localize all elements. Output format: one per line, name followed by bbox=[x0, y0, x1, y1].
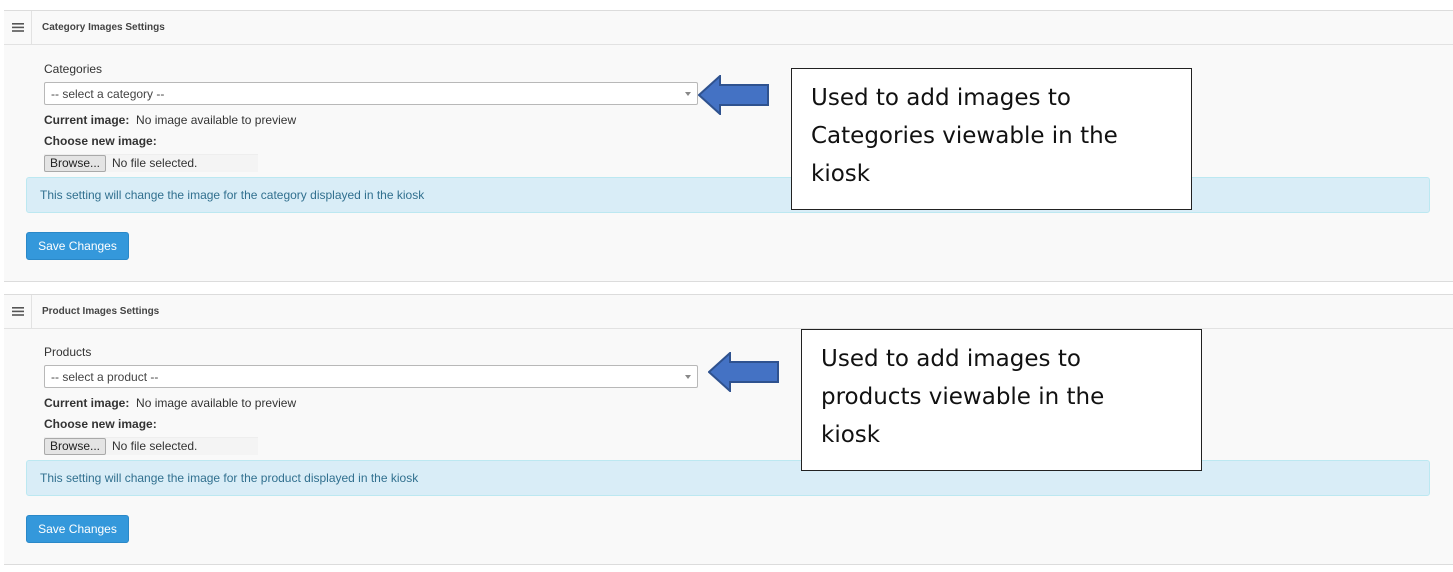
category-images-panel: Category Images Settings Categories -- s… bbox=[4, 10, 1453, 282]
panel-header: Product Images Settings bbox=[4, 295, 1453, 329]
product-select[interactable]: -- select a product -- bbox=[44, 365, 698, 388]
caret-down-icon bbox=[685, 375, 691, 379]
browse-button[interactable]: Browse... bbox=[44, 438, 107, 455]
product-save-button[interactable]: Save Changes bbox=[26, 515, 129, 543]
annotation-line: Used to add images to bbox=[811, 85, 1071, 111]
product-info-alert: This setting will change the image for t… bbox=[26, 460, 1430, 496]
product-select-value: -- select a product -- bbox=[51, 370, 159, 384]
products-label: Products bbox=[44, 345, 92, 359]
categories-label: Categories bbox=[44, 62, 103, 76]
panel-title: Category Images Settings bbox=[42, 22, 165, 33]
hamburger-menu-icon[interactable] bbox=[4, 295, 32, 328]
file-status: No file selected. bbox=[112, 156, 198, 170]
category-annotation-box: Used to add images to Categories viewabl… bbox=[791, 68, 1192, 210]
category-info-alert: This setting will change the image for t… bbox=[26, 177, 1430, 213]
product-annotation-box: Used to add images to products viewable … bbox=[801, 329, 1202, 471]
panel-title: Product Images Settings bbox=[42, 306, 160, 317]
current-image-value: No image available to preview bbox=[136, 396, 297, 410]
current-image-line: Current image: No image available to pre… bbox=[44, 396, 296, 410]
current-image-label: Current image: bbox=[44, 113, 130, 127]
annotation-line: Categories viewable in the bbox=[811, 123, 1118, 149]
choose-image-label: Choose new image: bbox=[44, 417, 157, 431]
left-arrow-icon bbox=[698, 75, 769, 115]
annotation-line: Used to add images to bbox=[821, 346, 1081, 372]
current-image-label: Current image: bbox=[44, 396, 130, 410]
current-image-value: No image available to preview bbox=[136, 113, 297, 127]
panel-header: Category Images Settings bbox=[4, 11, 1453, 45]
hamburger-menu-icon[interactable] bbox=[4, 11, 32, 44]
category-select-value: -- select a category -- bbox=[51, 87, 165, 101]
left-arrow-icon bbox=[708, 352, 779, 392]
browse-button[interactable]: Browse... bbox=[44, 155, 107, 172]
choose-image-label: Choose new image: bbox=[44, 134, 157, 148]
annotation-line: kiosk bbox=[811, 161, 871, 187]
category-select[interactable]: -- select a category -- bbox=[44, 82, 698, 105]
product-images-panel: Product Images Settings Products -- sele… bbox=[4, 294, 1453, 565]
current-image-line: Current image: No image available to pre… bbox=[44, 113, 296, 127]
product-file-input[interactable]: Browse... No file selected. bbox=[44, 437, 258, 455]
category-file-input[interactable]: Browse... No file selected. bbox=[44, 154, 258, 172]
annotation-line: kiosk bbox=[821, 422, 881, 448]
caret-down-icon bbox=[685, 92, 691, 96]
annotation-line: products viewable in the bbox=[821, 384, 1105, 410]
file-status: No file selected. bbox=[112, 439, 198, 453]
category-save-button[interactable]: Save Changes bbox=[26, 232, 129, 260]
